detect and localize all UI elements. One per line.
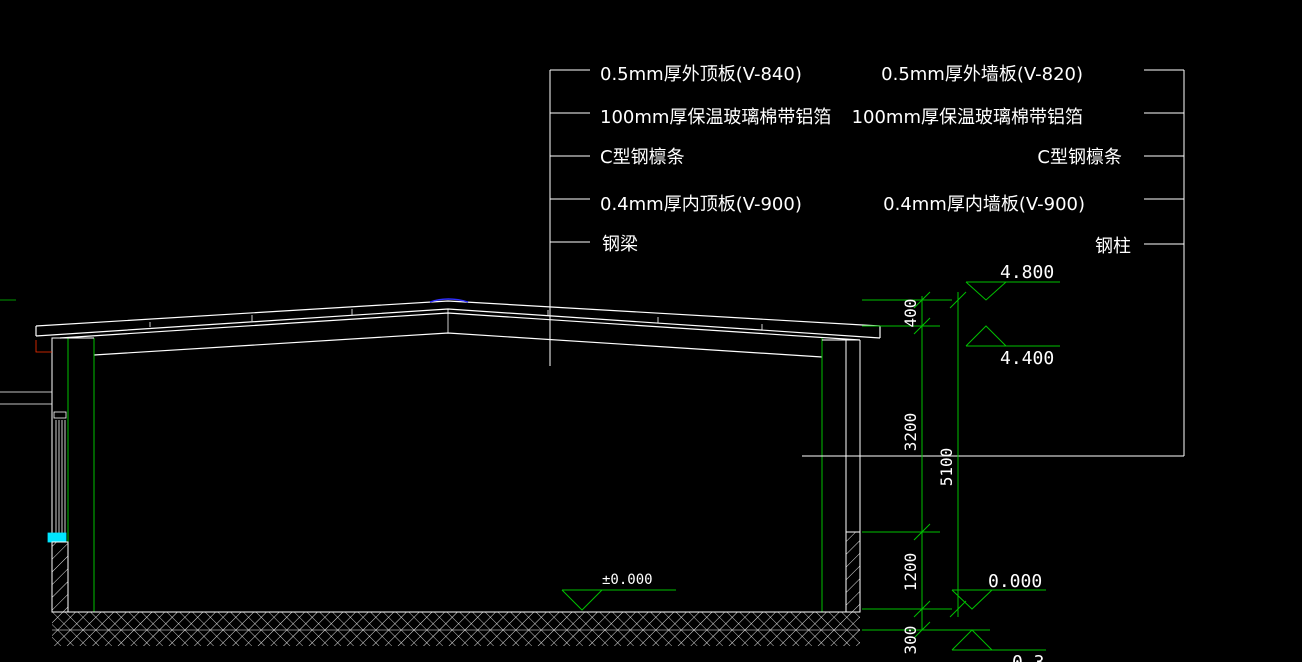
wall-layer-label: 钢柱 xyxy=(1095,236,1131,257)
ridge-cap xyxy=(429,298,469,303)
elevation-marker-ground: 0.000 xyxy=(951,571,1046,610)
roof-layer-label: 100mm厚保温玻璃棉带铝箔 xyxy=(600,107,831,128)
foundation xyxy=(52,611,860,646)
elevation-ground-label: 0.000 xyxy=(988,571,1042,592)
dim-wall-panel: 3200 xyxy=(901,413,920,452)
roof-outer-line xyxy=(35,300,881,327)
dimension-chain-inner xyxy=(862,291,990,639)
roof-layer-label: C型钢檩条 xyxy=(600,147,685,168)
dim-base-wall: 1200 xyxy=(901,553,920,592)
roof-callout: 0.5mm厚外顶板(V-840) 100mm厚保温玻璃棉带铝箔 C型钢檩条 0.… xyxy=(549,64,831,366)
wall-layer-label: 100mm厚保温玻璃棉带铝箔 xyxy=(852,107,1083,128)
wall-layer-label: C型钢檩条 xyxy=(1037,147,1122,168)
left-wall-details xyxy=(0,299,67,543)
roof-structure xyxy=(35,298,881,358)
door-threshold xyxy=(47,532,67,543)
dimension-chain-outer xyxy=(949,291,967,618)
dim-foundation: 300 xyxy=(901,626,920,655)
dim-roof-rise: 400 xyxy=(901,299,920,328)
elevation-ridge-label: 4.800 xyxy=(1000,262,1054,283)
wall-callout: 0.5mm厚外墙板(V-820) 100mm厚保温玻璃棉带铝箔 C型钢檩条 0.… xyxy=(802,64,1185,457)
wall-layer-label: 0.5mm厚外墙板(V-820) xyxy=(881,64,1083,85)
elevation-eave-label: 4.400 xyxy=(1000,348,1054,369)
roof-layer-label: 钢梁 xyxy=(602,234,638,255)
wall-layer-label: 0.4mm厚内墙板(V-900) xyxy=(883,194,1085,215)
beam-bottom-line xyxy=(93,332,823,358)
floor-level-marker: ±0.000 xyxy=(561,572,676,611)
roof-layer-label: 0.5mm厚外顶板(V-840) xyxy=(600,64,802,85)
elevation-marker-eave: 4.400 xyxy=(965,325,1060,369)
elevation-marker-ridge: 4.800 xyxy=(965,262,1060,301)
elevation-marker-outdoor: 0.3 xyxy=(951,629,1046,662)
base-walls xyxy=(51,531,861,613)
elevation-outdoor-label: 0.3 xyxy=(1012,652,1045,662)
floor-level-label: ±0.000 xyxy=(602,572,653,588)
gutter xyxy=(35,340,52,353)
roof-layer-label: 0.4mm厚内顶板(V-900) xyxy=(600,194,802,215)
left-column xyxy=(51,337,95,613)
purlin-marks xyxy=(149,309,763,330)
dim-total: 5100 xyxy=(937,448,956,487)
